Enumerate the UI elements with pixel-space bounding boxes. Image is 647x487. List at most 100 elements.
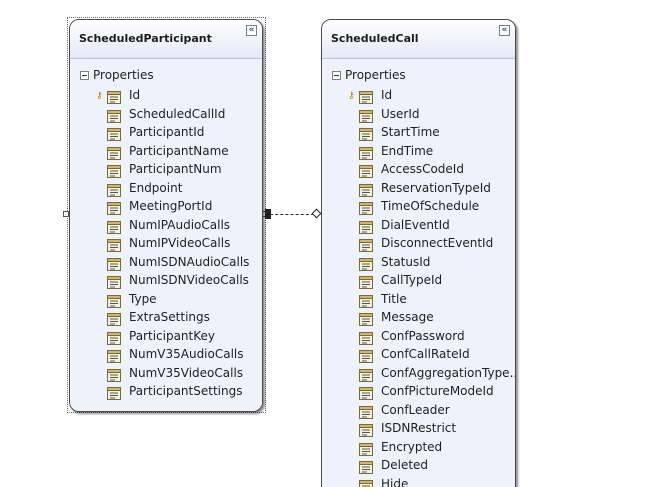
property-row[interactable]: DialEventId (322, 217, 515, 235)
resize-handle-left[interactable] (63, 211, 69, 217)
property-label: Hide (381, 476, 409, 487)
property-icon (107, 108, 121, 123)
property-row[interactable]: StatusId (322, 254, 515, 272)
property-row[interactable]: ISDNRestrict (322, 420, 515, 438)
property-row[interactable]: ConfLeader (322, 402, 515, 420)
property-label: ReservationTypeId (381, 180, 491, 195)
property-label: TimeOfSchedule (381, 199, 480, 213)
property-row[interactable]: NumISDNVideoCalls (70, 272, 262, 290)
property-icon (359, 293, 373, 308)
property-label: StatusId (381, 254, 431, 269)
property-row[interactable]: DisconnectEventId (322, 235, 515, 253)
property-row[interactable]: TimeOfSchedule (322, 198, 515, 216)
property-icon (359, 237, 373, 252)
property-label: Id (129, 88, 141, 102)
entity-header[interactable]: ScheduledParticipant « (70, 20, 262, 59)
property-row[interactable]: ParticipantSettings (70, 383, 262, 401)
property-label: Encrypted (381, 439, 443, 454)
collapse-icon[interactable]: « (499, 25, 510, 36)
property-label: ParticipantId (129, 125, 205, 139)
property-row[interactable]: Endpoint (70, 180, 262, 198)
property-label: ConfCallRateId (381, 347, 470, 361)
property-row[interactable]: NumIPVideoCalls (70, 235, 262, 253)
entity-title: ScheduledCall (331, 32, 419, 45)
property-label: Type (129, 291, 157, 306)
property-row[interactable]: ParticipantId (70, 124, 262, 142)
property-label: ExtraSettings (129, 310, 210, 324)
properties-section-header[interactable]: Properties (80, 67, 154, 83)
property-icon (359, 163, 373, 178)
property-row[interactable]: Message (322, 309, 515, 327)
property-row[interactable]: NumISDNAudioCalls (70, 254, 262, 272)
property-label: StartTime (381, 125, 440, 139)
minus-icon[interactable] (80, 70, 89, 80)
property-icon (107, 126, 121, 141)
property-icon (359, 200, 373, 215)
property-label: ConfPictureModeId (381, 384, 494, 398)
property-row[interactable]: NumIPAudioCalls (70, 217, 262, 235)
property-row[interactable]: ⚷Id (70, 87, 262, 105)
association-connector[interactable] (270, 214, 314, 215)
property-row[interactable]: ⚷Id (322, 87, 515, 105)
property-label: DisconnectEventId (381, 236, 494, 250)
property-row[interactable]: ScheduledCallId (70, 106, 262, 124)
property-row[interactable]: ReservationTypeId (322, 180, 515, 198)
property-icon (107, 163, 121, 178)
entity-header[interactable]: ScheduledCall « (322, 20, 515, 59)
property-icon (359, 126, 373, 141)
property-row[interactable]: ExtraSettings (70, 309, 262, 327)
property-row[interactable]: NumV35VideoCalls (70, 365, 262, 383)
property-label: ConfAggregationType... (381, 365, 516, 380)
property-row[interactable]: ConfCallRateId (322, 346, 515, 364)
property-icon (107, 330, 121, 345)
property-row[interactable]: Hide (322, 476, 515, 487)
property-row[interactable]: Deleted (322, 457, 515, 475)
property-row[interactable]: ConfAggregationType... (322, 365, 515, 383)
property-label: NumIPAudioCalls (129, 217, 231, 232)
property-icon (359, 256, 373, 271)
property-row[interactable]: ParticipantNum (70, 161, 262, 179)
property-row[interactable]: MeetingPortId (70, 198, 262, 216)
property-row[interactable]: Encrypted (322, 439, 515, 457)
property-row[interactable]: Title (322, 291, 515, 309)
property-icon (107, 200, 121, 215)
collapse-icon[interactable]: « (246, 25, 257, 36)
property-label: ParticipantSettings (129, 384, 243, 398)
property-label: MeetingPortId (129, 199, 213, 213)
property-icon (107, 89, 121, 104)
property-icon (107, 182, 121, 197)
property-row[interactable]: ConfPictureModeId (322, 383, 515, 401)
property-icon (107, 348, 121, 363)
property-row[interactable]: Type (70, 291, 262, 309)
property-icon (359, 459, 373, 474)
property-label: Deleted (381, 458, 429, 472)
property-label: EndTime (381, 143, 434, 158)
property-icon (359, 274, 373, 289)
property-icon (359, 367, 373, 382)
property-row[interactable]: CallTypeId (322, 272, 515, 290)
property-row[interactable]: ParticipantKey (70, 328, 262, 346)
property-icon (359, 348, 373, 363)
property-row[interactable]: ParticipantName (70, 143, 262, 161)
property-row[interactable]: ConfPassword (322, 328, 515, 346)
minus-icon[interactable] (332, 70, 341, 80)
property-row[interactable]: AccessCodeId (322, 161, 515, 179)
property-row[interactable]: NumV35AudioCalls (70, 346, 262, 364)
property-row[interactable]: StartTime (322, 124, 515, 142)
property-row[interactable]: UserId (322, 106, 515, 124)
property-icon (107, 367, 121, 382)
property-label: AccessCodeId (381, 162, 464, 176)
connector-end-one (311, 208, 322, 219)
property-label: Endpoint (129, 180, 183, 195)
property-label: Title (381, 291, 407, 306)
property-label: ScheduledCallId (129, 106, 226, 121)
property-icon (359, 311, 373, 326)
property-row[interactable]: EndTime (322, 143, 515, 161)
properties-section-header[interactable]: Properties (332, 67, 406, 83)
property-icon (359, 404, 373, 419)
property-icon (359, 330, 373, 345)
